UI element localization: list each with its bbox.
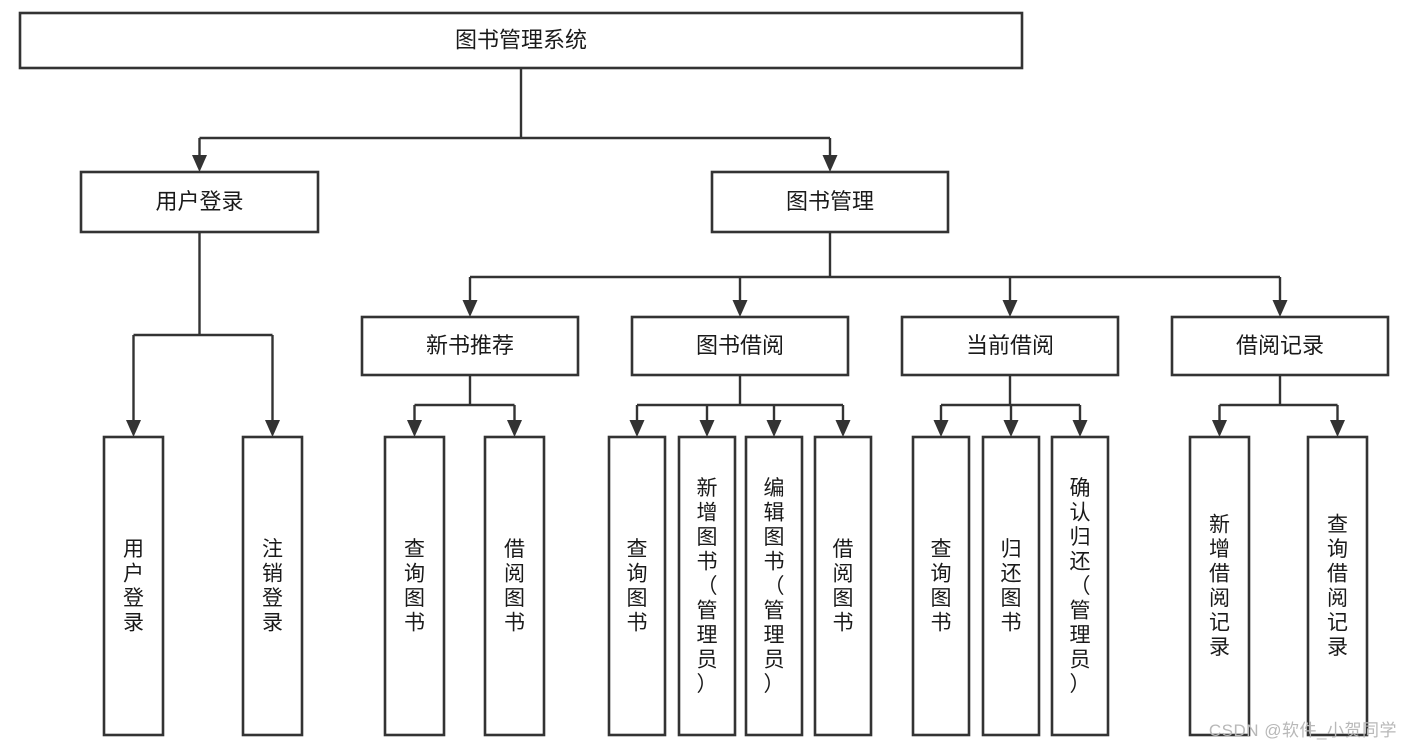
node-leaf-7[interactable]: 借阅图书 [813, 435, 873, 737]
csdn-watermark: CSDN @软件_小贺同学 [1208, 721, 1397, 740]
arrowhead-leaf-4 [629, 420, 645, 437]
node-level3-0[interactable]: 新书推荐 [360, 315, 580, 377]
node-leaf-9-rect [981, 435, 1041, 737]
node-leaf-12[interactable]: 查询借阅记录 [1306, 435, 1369, 737]
node-level3-2[interactable]: 当前借阅 [900, 315, 1120, 377]
node-leaf-10-label: 确认归还（管理员） [1070, 477, 1091, 696]
node-leaf-3[interactable]: 借阅图书 [483, 435, 546, 737]
nodes-layer: 图书管理系统用户登录图书管理新书推荐图书借阅当前借阅借阅记录用户登录注销登录查询… [18, 11, 1390, 737]
node-leaf-6-rect [744, 435, 804, 737]
arrowhead-level2-0 [192, 155, 207, 172]
node-leaf-5[interactable]: 新增图书（管理员） [677, 435, 737, 737]
node-leaf-5-label: 新增图书（管理员） [697, 477, 718, 696]
node-level3-2-label: 当前借阅 [966, 333, 1054, 358]
arrowhead-leaf-10 [1072, 420, 1088, 437]
edges-layer [126, 68, 1345, 437]
node-leaf-10[interactable]: 确认归还（管理员） [1050, 435, 1110, 737]
arrowhead-leaf-11 [1212, 420, 1227, 437]
node-leaf-12-label: 查询借阅记录 [1327, 514, 1348, 660]
node-level2-0-rect [79, 170, 320, 234]
arrowhead-level2-1 [822, 155, 838, 172]
node-level3-2-rect [900, 315, 1120, 377]
node-leaf-4[interactable]: 查询图书 [607, 435, 667, 737]
arrowhead-leaf-0 [126, 420, 141, 437]
arrowhead-level3-3 [1272, 300, 1288, 317]
node-level3-1-label: 图书借阅 [696, 333, 784, 358]
node-level2-0[interactable]: 用户登录 [79, 170, 320, 234]
node-leaf-3-label: 借阅图书 [504, 538, 525, 635]
arrowhead-level3-0 [462, 300, 478, 317]
arrowhead-leaf-7 [835, 420, 851, 437]
node-root-rect [18, 11, 1024, 70]
arrowhead-level3-2 [1002, 300, 1018, 317]
arrowhead-leaf-6 [766, 420, 782, 437]
node-leaf-8[interactable]: 查询图书 [911, 435, 971, 737]
node-level3-1[interactable]: 图书借阅 [630, 315, 850, 377]
arrowhead-leaf-8 [933, 420, 949, 437]
node-level3-3-label: 借阅记录 [1236, 333, 1324, 358]
node-leaf-1[interactable]: 注销登录 [241, 435, 304, 737]
node-leaf-9-label: 归还图书 [1001, 538, 1022, 635]
node-leaf-1-rect [241, 435, 304, 737]
node-leaf-0-rect [102, 435, 165, 737]
node-leaf-4-rect [607, 435, 667, 737]
node-level2-0-label: 用户登录 [155, 189, 243, 214]
node-leaf-5-rect [677, 435, 737, 737]
arrowhead-leaf-9 [1003, 420, 1019, 437]
node-leaf-4-label: 查询图书 [627, 538, 648, 635]
arrowhead-level3-1 [732, 300, 748, 317]
arrowhead-leaf-3 [507, 420, 522, 437]
node-leaf-6[interactable]: 编辑图书（管理员） [744, 435, 804, 737]
arrowhead-leaf-5 [699, 420, 715, 437]
node-leaf-2[interactable]: 查询图书 [383, 435, 446, 737]
node-root[interactable]: 图书管理系统 [18, 11, 1024, 70]
arrowhead-leaf-1 [265, 420, 280, 437]
node-level3-3[interactable]: 借阅记录 [1170, 315, 1390, 377]
node-leaf-9[interactable]: 归还图书 [981, 435, 1041, 737]
node-leaf-7-label: 借阅图书 [833, 538, 854, 635]
node-leaf-11-label: 新增借阅记录 [1209, 514, 1230, 660]
node-leaf-12-rect [1306, 435, 1369, 737]
node-root-label: 图书管理系统 [455, 27, 587, 52]
node-leaf-2-rect [383, 435, 446, 737]
node-leaf-1-label: 注销登录 [262, 538, 283, 635]
node-level2-1-label: 图书管理 [786, 189, 874, 214]
arrowhead-leaf-2 [407, 420, 422, 437]
node-level3-0-rect [360, 315, 580, 377]
node-leaf-8-label: 查询图书 [931, 538, 952, 635]
node-level3-3-rect [1170, 315, 1390, 377]
node-level3-0-label: 新书推荐 [426, 333, 514, 358]
node-leaf-11-rect [1188, 435, 1251, 737]
node-leaf-3-rect [483, 435, 546, 737]
node-level2-1[interactable]: 图书管理 [710, 170, 950, 234]
node-leaf-6-label: 编辑图书（管理员） [764, 477, 785, 696]
node-leaf-0-label: 用户登录 [123, 538, 144, 635]
node-leaf-10-rect [1050, 435, 1110, 737]
node-level3-1-rect [630, 315, 850, 377]
arrowhead-leaf-12 [1330, 420, 1345, 437]
node-leaf-0[interactable]: 用户登录 [102, 435, 165, 737]
node-leaf-7-rect [813, 435, 873, 737]
node-leaf-11[interactable]: 新增借阅记录 [1188, 435, 1251, 737]
node-leaf-2-label: 查询图书 [404, 538, 425, 635]
node-leaf-8-rect [911, 435, 971, 737]
node-level2-1-rect [710, 170, 950, 234]
